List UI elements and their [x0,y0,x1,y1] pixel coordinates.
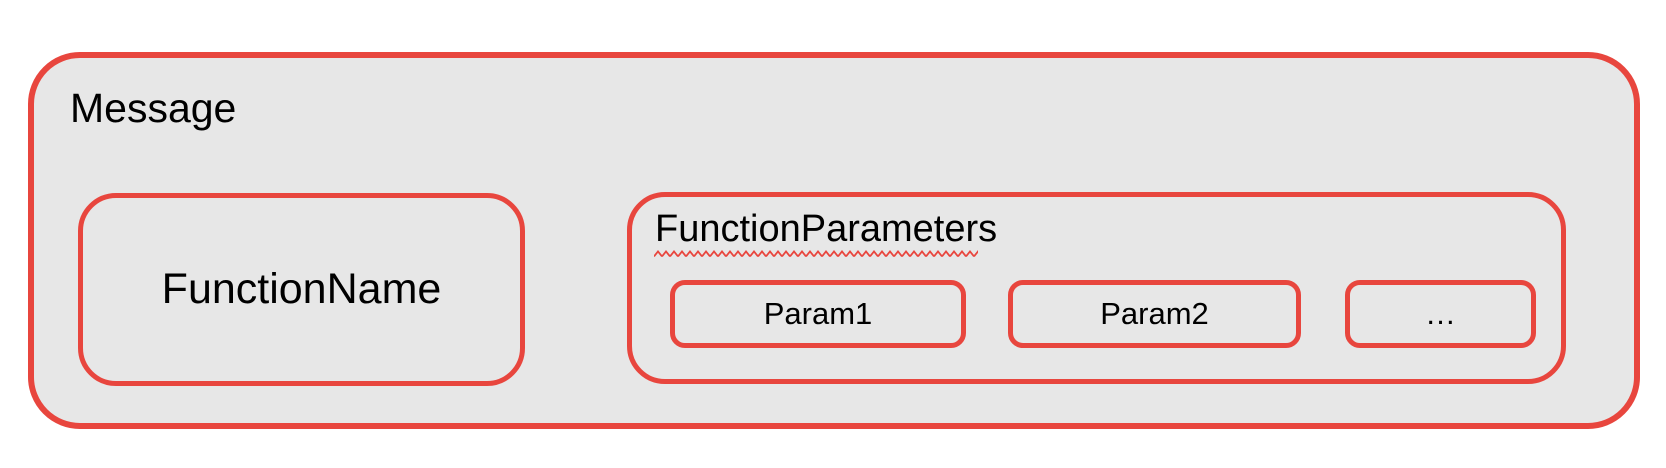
param2-label: Param2 [1100,296,1209,331]
message-box: Message FunctionName FunctionParameters … [28,52,1640,429]
function-parameters-box: FunctionParameters Param1 Param2 … [627,192,1566,384]
param1-box: Param1 [670,280,966,348]
function-name-box: FunctionName [78,193,525,386]
function-name-label: FunctionName [161,265,442,313]
message-label: Message [70,85,237,131]
param-ellipsis-box: … [1345,280,1536,348]
param2-box: Param2 [1008,280,1301,348]
param-ellipsis-label: … [1425,296,1456,331]
param1-label: Param1 [763,296,873,331]
spellcheck-squiggle-underline [654,249,978,259]
function-parameters-label: FunctionParameters [655,208,998,250]
